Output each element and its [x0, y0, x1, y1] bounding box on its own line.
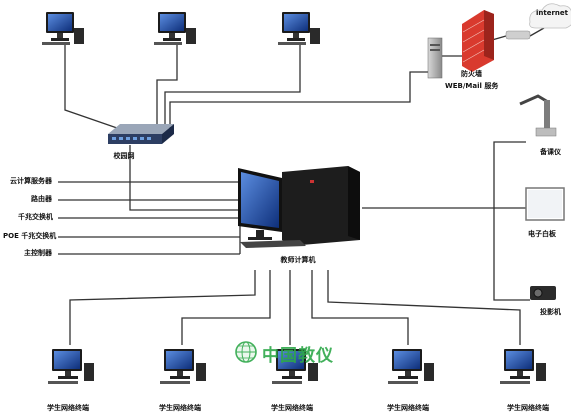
internet-label: internet [535, 9, 569, 17]
teacher-computer-icon [238, 166, 360, 248]
left-device-label: POE 千兆交换机 [3, 232, 57, 240]
firewall-icon [462, 10, 494, 72]
whiteboard-icon [525, 187, 565, 221]
top-pc-3 [278, 12, 320, 45]
teacher-computer-label: 教师计算机 [280, 256, 316, 264]
left-device-label: 千兆交换机 [18, 213, 53, 221]
document-camera-icon [519, 94, 557, 137]
watermark-text: 中国教仪 [262, 346, 334, 366]
student-terminal-label: 学生网络终端 [387, 404, 429, 412]
left-device-label: 主控制器 [24, 249, 52, 257]
campus-switch-icon [108, 124, 174, 144]
web-server-icon [427, 37, 443, 79]
left-device-label: 路由器 [31, 195, 52, 203]
campus-network-label: 校园网 [113, 152, 135, 160]
whiteboard-label: 电子白板 [528, 230, 556, 238]
top-pc-2 [154, 12, 196, 45]
left-device-label: 云计算服务器 [10, 177, 52, 185]
projector-label: 投影机 [540, 308, 561, 316]
student-terminal-2 [160, 349, 206, 384]
student-terminal-4 [388, 349, 434, 384]
modem-icon [505, 30, 531, 40]
projector-icon [530, 286, 556, 300]
student-terminal-label: 学生网络终端 [47, 404, 89, 412]
student-terminal-label: 学生网络终端 [507, 404, 549, 412]
top-pc-1 [42, 12, 84, 45]
student-terminal-5 [500, 349, 546, 384]
firewall-label: 防火墙 [461, 70, 482, 78]
watermark: 中国教仪 [232, 339, 362, 366]
watermark-globe-icon [235, 341, 257, 363]
web-mail-label: WEB/Mail 服务 [445, 82, 499, 90]
student-terminal-label: 学生网络终端 [271, 404, 313, 412]
document-camera-label: 备课仪 [540, 148, 561, 156]
student-terminal-label: 学生网络终端 [159, 404, 201, 412]
cloud-icon [529, 3, 571, 29]
student-terminal-1 [48, 349, 94, 384]
